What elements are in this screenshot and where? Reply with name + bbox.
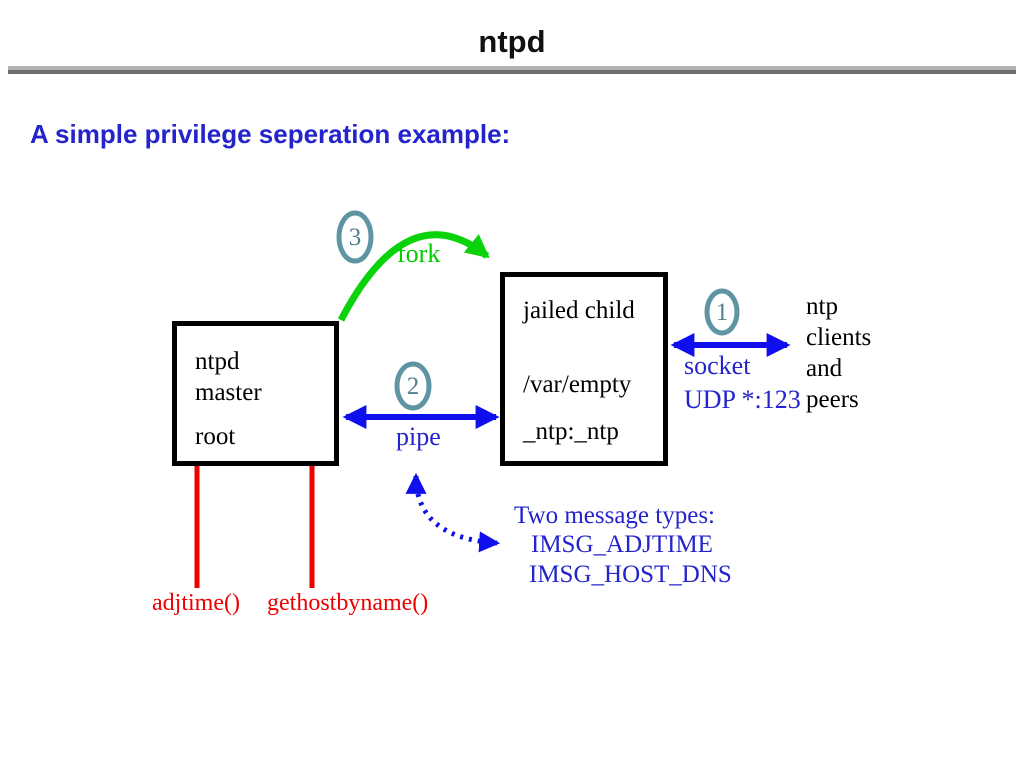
gethostbyname-label: gethostbyname() xyxy=(267,590,429,616)
fork-arrow xyxy=(337,231,490,322)
pipe-label: pipe xyxy=(396,422,441,451)
step-number-2: 2 xyxy=(406,373,420,400)
slide-subtitle: A simple privilege seperation example: xyxy=(30,119,511,149)
step-number-1: 1 xyxy=(715,299,729,326)
title-rule xyxy=(8,66,1016,74)
step-circle-1 xyxy=(704,288,740,336)
message-type-item: IMSG_HOST_DNS xyxy=(529,561,732,588)
peers-line: and xyxy=(806,355,843,382)
step-number-3: 3 xyxy=(348,224,362,251)
message-types-arrow xyxy=(405,472,501,553)
peers-line: ntp xyxy=(806,293,838,320)
master-box-line: root xyxy=(195,423,236,450)
master-box-line: ntpd xyxy=(195,348,240,375)
fork-label: fork xyxy=(397,239,441,268)
jailed-child-box: jailed child /var/empty _ntp:_ntp xyxy=(500,272,668,466)
child-box-line: _ntp:_ntp xyxy=(523,418,619,445)
udp-label: UDP *:123 xyxy=(684,385,801,414)
step-circle-2 xyxy=(394,361,432,411)
page-title: ntpd xyxy=(478,24,546,59)
socket-label: socket xyxy=(684,351,751,380)
ntp-peers-text: ntp clients and peers xyxy=(806,291,926,415)
peers-line: clients xyxy=(806,324,872,351)
child-box-line: /var/empty xyxy=(523,371,632,398)
message-type-item: IMSG_ADJTIME xyxy=(531,531,713,558)
child-box-line: jailed child xyxy=(523,297,635,324)
step-circle-3 xyxy=(336,210,374,264)
master-box-line: master xyxy=(195,379,262,406)
peers-line: peers xyxy=(806,386,859,413)
adjtime-label: adjtime() xyxy=(152,590,240,616)
message-types-heading: Two message types: xyxy=(514,502,715,529)
ntpd-master-box: ntpd master root xyxy=(172,321,339,466)
